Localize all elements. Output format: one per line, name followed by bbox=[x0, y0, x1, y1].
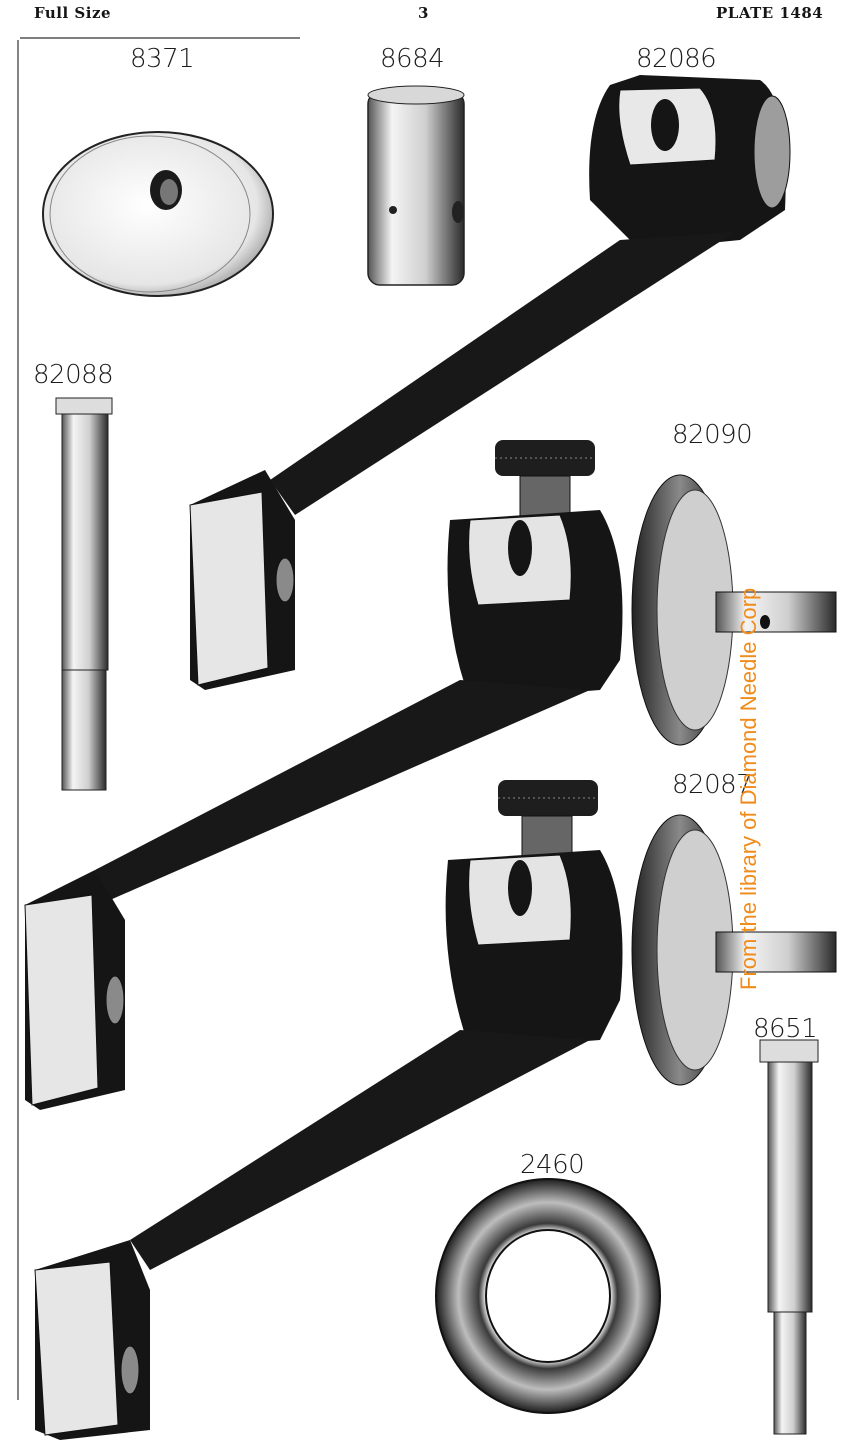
label-2460: 2460 bbox=[520, 1150, 585, 1180]
plate-size-label: Full Size bbox=[34, 4, 112, 22]
label-82088: 82088 bbox=[33, 360, 114, 390]
part-8684-sleeve bbox=[367, 85, 465, 286]
part-82090-arm bbox=[24, 440, 837, 1110]
part-82087-arm bbox=[34, 780, 837, 1440]
part-8371-disc bbox=[42, 131, 274, 297]
part-82088-pin bbox=[55, 397, 113, 791]
label-8371: 8371 bbox=[130, 44, 195, 74]
label-82087: 82087 bbox=[672, 770, 753, 800]
plate-frame bbox=[17, 37, 300, 1400]
label-82086: 82086 bbox=[636, 44, 717, 74]
part-2460-ring bbox=[435, 1178, 661, 1414]
label-8651: 8651 bbox=[753, 1014, 818, 1044]
library-watermark: From the library of Diamond Needle Corp bbox=[736, 587, 761, 990]
part-8651-pin bbox=[759, 1039, 819, 1435]
plate-number: PLATE 1484 bbox=[716, 4, 824, 22]
label-82090: 82090 bbox=[672, 420, 753, 450]
part-82086-arm bbox=[189, 75, 791, 690]
label-8684: 8684 bbox=[380, 44, 445, 74]
page-number: 3 bbox=[418, 4, 429, 22]
